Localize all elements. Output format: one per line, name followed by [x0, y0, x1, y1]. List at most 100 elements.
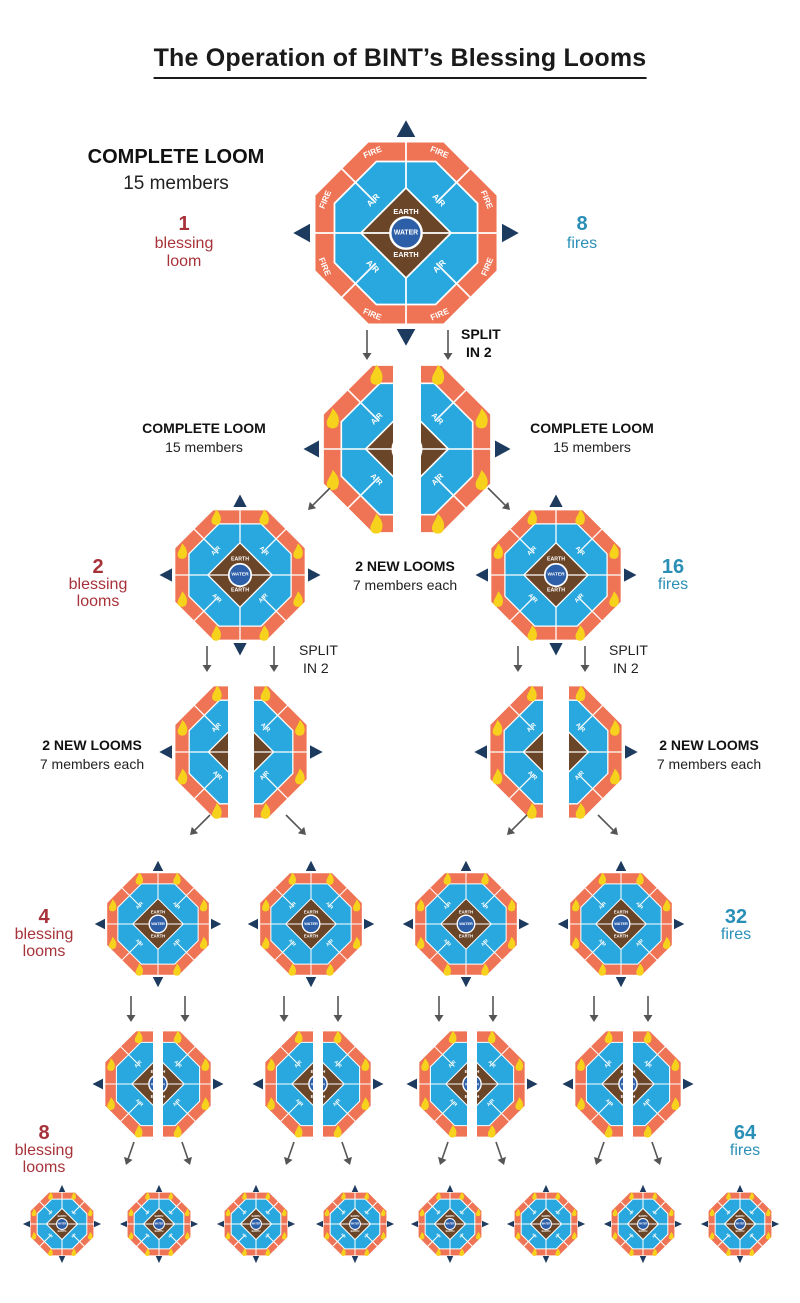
flame-icon	[571, 1231, 577, 1240]
flame-icon	[225, 1231, 231, 1240]
flame-icon	[419, 1208, 425, 1217]
water-label: WATER	[465, 1082, 479, 1087]
flame-icon	[294, 1030, 303, 1044]
air-label: AIR	[288, 938, 298, 948]
air-label: AIR	[574, 592, 586, 604]
compass-arrow-icon	[495, 440, 511, 458]
segment-divider	[435, 167, 472, 204]
flame-icon	[177, 768, 188, 785]
segment-divider	[174, 940, 195, 961]
down-arrow-icon	[597, 814, 618, 835]
two-new-looms-center-members: 7 members each	[352, 577, 458, 593]
air-label: AIR	[603, 1059, 613, 1069]
segment-divider	[274, 887, 295, 908]
compass-arrow-icon	[674, 918, 685, 930]
air-label: AIR	[574, 546, 586, 558]
flame-icon	[598, 872, 607, 885]
flame-icon	[575, 802, 586, 819]
segment-divider	[620, 1201, 633, 1214]
segment-divider	[434, 1046, 455, 1067]
compass-arrow-icon	[578, 1220, 586, 1228]
water-label: WATER	[614, 922, 628, 926]
water-core	[637, 1218, 649, 1230]
compass-arrow-icon	[402, 918, 413, 930]
compass-arrow-icon	[475, 568, 488, 582]
down-arrow-icon	[495, 1141, 506, 1165]
air-label: AIR	[293, 1059, 303, 1069]
level2-loom-text-2: looms	[76, 593, 120, 610]
compass-arrow-icon	[622, 1028, 623, 1029]
compass-arrow-icon	[58, 1256, 66, 1264]
compass-arrow-icon	[323, 1139, 324, 1140]
flame-icon	[294, 1124, 303, 1138]
segment-divider	[327, 940, 348, 961]
segment-divider	[121, 887, 142, 908]
segment-divider	[261, 528, 287, 554]
earth-label: EARTH	[151, 934, 165, 939]
water-core	[153, 1218, 165, 1230]
flame-icon	[532, 1192, 537, 1200]
flame-icon	[288, 872, 297, 885]
earth-label: EARTH	[465, 1069, 480, 1074]
flame-icon	[225, 1208, 231, 1217]
compass-arrow-icon	[477, 1028, 478, 1029]
water-label: WATER	[252, 1223, 261, 1226]
air-label: AIR	[458, 1209, 465, 1216]
flame-icon	[765, 1231, 771, 1240]
flame-icon	[87, 1208, 93, 1217]
flame-icon	[643, 1124, 652, 1138]
earth-label: EARTH	[621, 1069, 636, 1074]
earth-label: EARTH	[393, 250, 418, 259]
air-label: AIR	[443, 900, 453, 910]
down-arrow-icon	[190, 814, 211, 835]
down-arrow-icon	[308, 487, 331, 510]
complete-loom-right: COMPLETE LOOM	[530, 420, 654, 436]
segment-divider	[489, 1046, 510, 1067]
flame-icon	[577, 1058, 585, 1071]
air-label: AIR	[241, 1232, 248, 1239]
compass-arrow-icon	[549, 821, 562, 834]
segment-divider	[482, 940, 503, 961]
earth-label: EARTH	[614, 909, 628, 914]
flame-icon	[341, 1248, 346, 1256]
water-core	[250, 1218, 262, 1230]
compass-arrow-icon	[252, 1184, 260, 1192]
segment-divider	[584, 940, 605, 961]
segment-divider	[523, 1201, 536, 1214]
air-label: AIR	[70, 1232, 77, 1239]
segment-divider	[460, 1234, 473, 1247]
water-label: WATER	[542, 1223, 551, 1226]
segment-divider	[193, 596, 219, 622]
segment-divider	[175, 1046, 196, 1067]
segment-divider	[266, 1234, 279, 1247]
air-label: AIR	[458, 1232, 465, 1239]
compass-arrow-icon	[364, 918, 375, 930]
compass-arrow-icon	[155, 1256, 163, 1264]
flame-icon	[31, 1231, 37, 1240]
segment-divider	[39, 1201, 52, 1214]
air-label: AIR	[173, 1059, 183, 1069]
flame-icon	[765, 1208, 771, 1217]
flame-icon	[629, 1192, 634, 1200]
flame-icon	[173, 872, 181, 885]
flame-icon	[571, 936, 580, 950]
two-new-looms-right-members: 7 members each	[656, 756, 762, 772]
earth-label: EARTH	[304, 934, 318, 939]
down-arrow-icon	[643, 996, 653, 1022]
earth-label: EARTH	[639, 1214, 648, 1218]
compass-arrow-icon	[305, 860, 317, 871]
air-label: AIR	[211, 545, 223, 557]
compass-arrow-icon	[633, 1028, 634, 1029]
air-label: AIR	[172, 901, 182, 911]
compass-arrow-icon	[315, 1220, 323, 1228]
compass-arrow-icon	[234, 821, 247, 834]
water-label: WATER	[151, 922, 165, 926]
segment-divider	[577, 704, 604, 731]
